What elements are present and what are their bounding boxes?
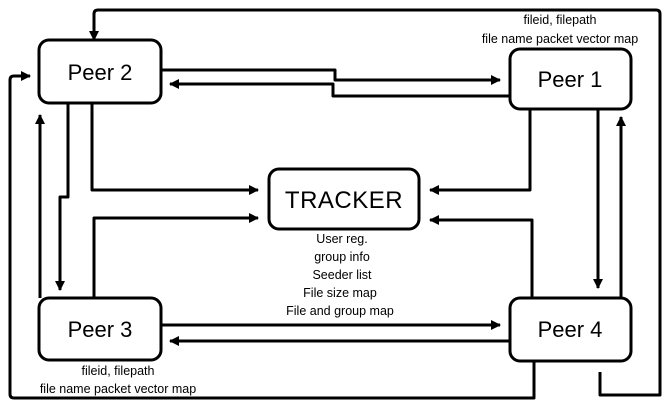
- edge-outer-bottom-to-peer2: [8, 71, 536, 400]
- tracker-box[interactable]: [267, 167, 421, 231]
- peer1-label: Peer 1: [538, 67, 603, 92]
- peer3-box[interactable]: [37, 296, 163, 362]
- peer1-note-line1: fileid, filepath: [524, 13, 597, 27]
- tracker-note-line4: File size map: [303, 286, 377, 300]
- tracker-label: TRACKER: [285, 187, 403, 214]
- peer3-note-line2: file name packet vector map: [40, 382, 196, 396]
- edge-outer-peer4-to-peer2: [89, 8, 662, 397]
- edge-peer4-to-tracker: [429, 215, 534, 298]
- edge-peer1-to-tracker: [429, 110, 532, 195]
- peer1-note-line2: file name packet vector map: [482, 32, 638, 46]
- edge-peer2-to-tracker: [90, 103, 259, 195]
- tracker-note-line3: Seeder list: [312, 268, 372, 282]
- edge-peer3-to-tracker: [92, 213, 259, 298]
- tracker-note-line5: File and group map: [286, 304, 394, 318]
- peer2-box[interactable]: [37, 38, 163, 105]
- tracker-note-line1: User reg.: [316, 232, 367, 246]
- peer1-box[interactable]: [508, 47, 633, 111]
- edge-peer2-to-peer1: [161, 68, 501, 85]
- peer4-box[interactable]: [508, 296, 633, 363]
- edge-peer2-to-peer3: [55, 103, 70, 291]
- tracker-note-line2: group info: [314, 250, 370, 264]
- peer4-label: Peer 4: [538, 317, 603, 342]
- peer3-note-line1: fileid, filepath: [82, 364, 155, 378]
- peer2-label: Peer 2: [68, 60, 133, 85]
- edge-peer1-to-peer2: [169, 79, 510, 98]
- peer3-label: Peer 3: [68, 317, 133, 342]
